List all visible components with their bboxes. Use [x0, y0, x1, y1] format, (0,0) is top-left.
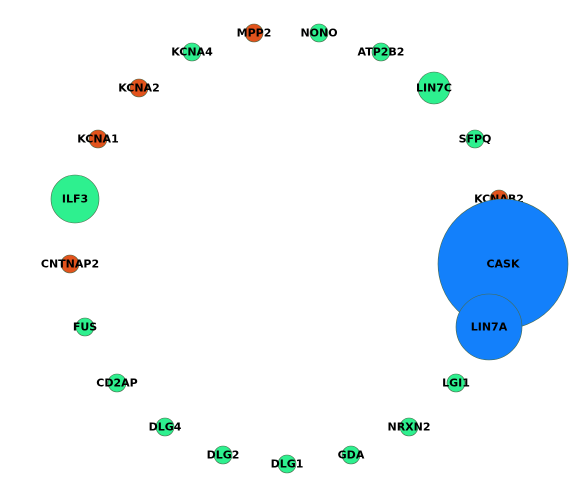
- node-ilf3[interactable]: ILF3: [50, 174, 100, 224]
- node-circle-nrxn2: [399, 417, 419, 437]
- node-circle-nono: [309, 23, 329, 43]
- node-label-cask: CASK: [486, 258, 520, 271]
- node-circle-cntnap2: [60, 254, 80, 274]
- node-label-dlg4: DLG4: [149, 421, 182, 434]
- node-label-fus: FUS: [73, 321, 97, 334]
- node-dlg4[interactable]: DLG4: [149, 417, 182, 437]
- node-atp2b2[interactable]: ATP2B2: [358, 42, 405, 62]
- node-label-kcna2: KCNA2: [118, 82, 159, 95]
- node-label-nono: NONO: [300, 27, 337, 40]
- node-circle-ilf3: [50, 174, 100, 224]
- node-fus[interactable]: FUS: [73, 317, 97, 337]
- node-cntnap2[interactable]: CNTNAP2: [41, 254, 99, 274]
- node-lin7c[interactable]: LIN7C: [416, 71, 452, 105]
- node-label-kcna4: KCNA4: [171, 46, 213, 59]
- node-circle-mpp2: [244, 23, 264, 43]
- node-lgi1[interactable]: LGI1: [442, 373, 470, 393]
- node-mpp2[interactable]: MPP2: [237, 23, 272, 43]
- node-kcna4[interactable]: KCNA4: [171, 42, 213, 62]
- node-label-cntnap2: CNTNAP2: [41, 258, 99, 271]
- node-circle-lin7c: [417, 71, 451, 105]
- node-label-lin7c: LIN7C: [416, 82, 452, 95]
- node-circle-cd2ap: [107, 373, 127, 393]
- node-sfpq[interactable]: SFPQ: [459, 129, 492, 149]
- node-dlg2[interactable]: DLG2: [207, 445, 240, 465]
- node-circle-lin7a: [455, 293, 523, 361]
- node-gda[interactable]: GDA: [338, 445, 365, 465]
- node-circle-lgi1: [446, 373, 466, 393]
- node-label-lin7a: LIN7A: [471, 321, 508, 334]
- node-label-lgi1: LGI1: [442, 377, 470, 390]
- node-lin7a[interactable]: LIN7A: [455, 293, 523, 361]
- node-nono[interactable]: NONO: [300, 23, 338, 43]
- node-cask[interactable]: CASK: [437, 198, 569, 330]
- node-circle-kcna4: [182, 42, 202, 62]
- node-label-sfpq: SFPQ: [459, 133, 492, 146]
- node-circle-sfpq: [465, 129, 485, 149]
- node-circle-dlg4: [155, 417, 175, 437]
- node-label-kcna1: KCNA1: [77, 133, 118, 146]
- node-dlg1[interactable]: DLG1: [271, 454, 304, 474]
- node-circle-kcna1: [88, 129, 108, 149]
- node-label-gda: GDA: [338, 449, 365, 462]
- node-cd2ap[interactable]: CD2AP: [96, 373, 138, 393]
- node-label-nrxn2: NRXN2: [387, 421, 430, 434]
- node-label-atp2b2: ATP2B2: [358, 46, 405, 59]
- node-circle-gda: [341, 445, 361, 465]
- node-kcna1[interactable]: KCNA1: [77, 129, 119, 149]
- node-circle-fus: [75, 317, 95, 337]
- node-circle-atp2b2: [371, 42, 391, 62]
- node-label-ilf3: ILF3: [62, 193, 88, 206]
- node-kcna2[interactable]: KCNA2: [118, 78, 160, 98]
- node-label-dlg1: DLG1: [271, 458, 304, 471]
- node-label-mpp2: MPP2: [237, 27, 272, 40]
- node-nrxn2[interactable]: NRXN2: [387, 417, 431, 437]
- node-circle-dlg1: [277, 454, 297, 474]
- node-circle-dlg2: [213, 445, 233, 465]
- node-circle-kcna2: [129, 78, 149, 98]
- node-label-cd2ap: CD2AP: [96, 377, 137, 390]
- node-label-dlg2: DLG2: [207, 449, 240, 462]
